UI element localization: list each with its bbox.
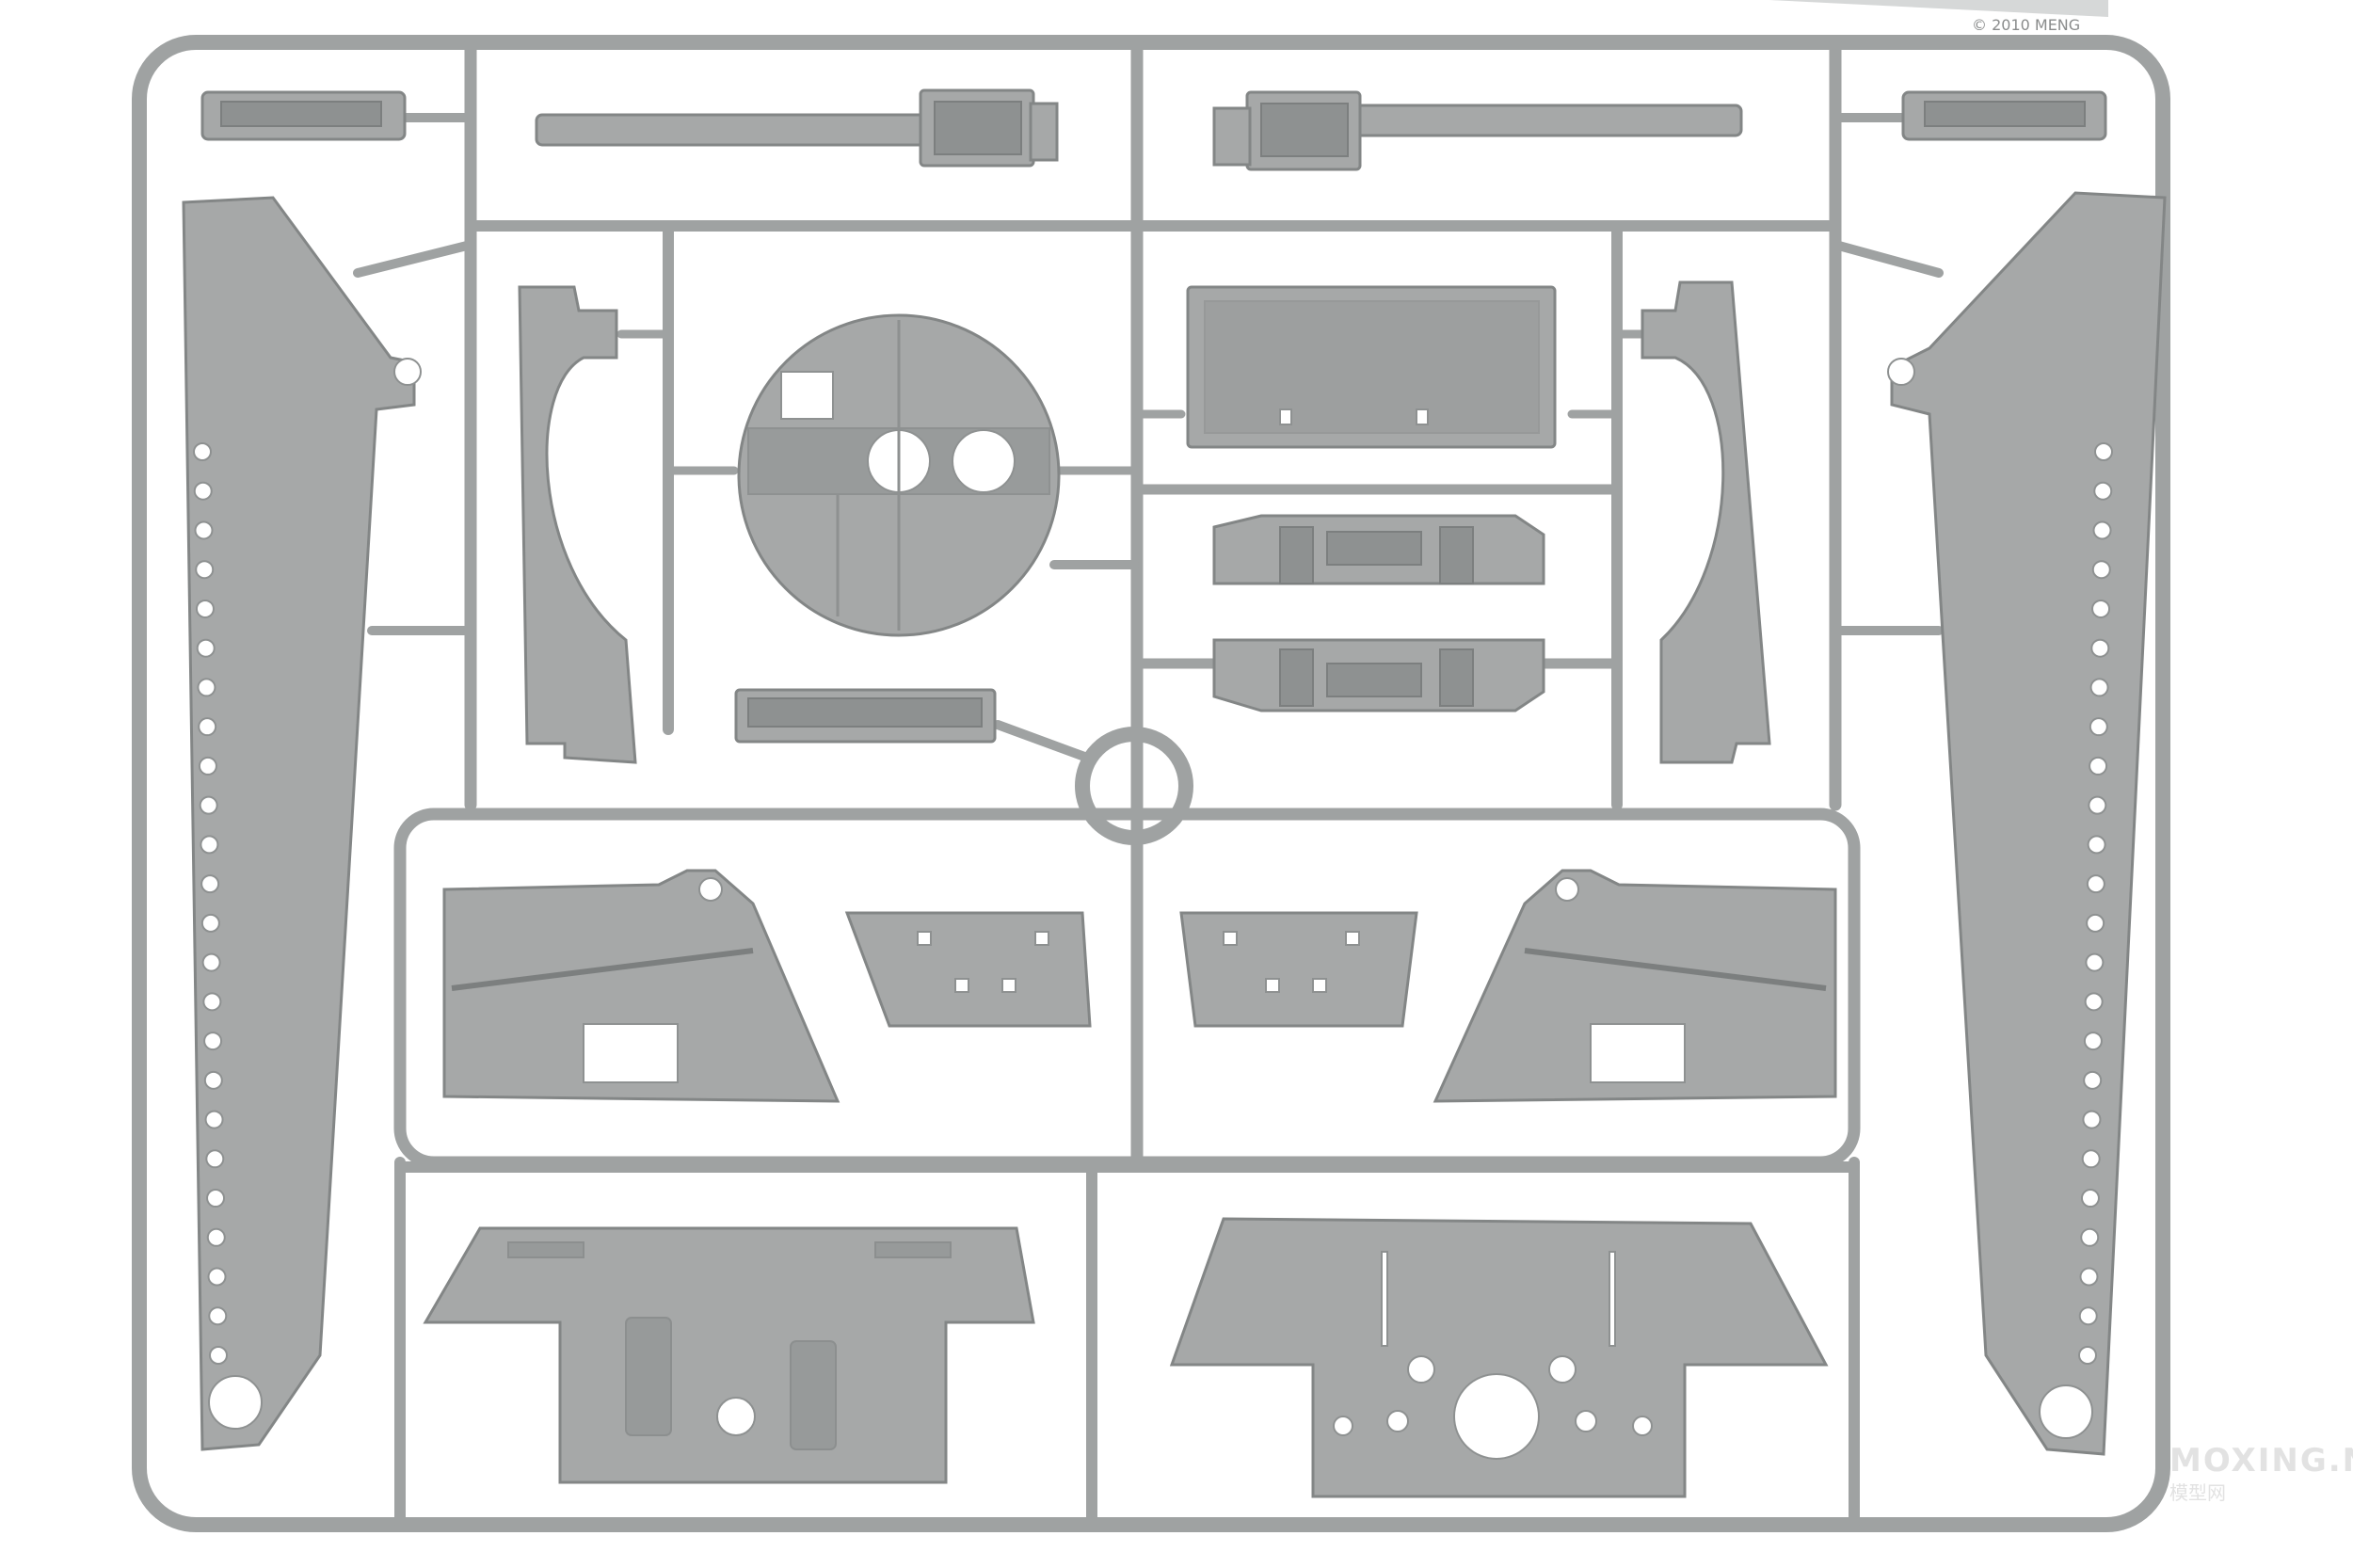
round-plate [737, 313, 1061, 637]
rail-hole [2093, 481, 2113, 501]
left-curved-fender [518, 285, 637, 764]
engraved-copyright: © 2010 MENG [1972, 16, 2080, 34]
channel-bar [734, 688, 997, 744]
rail-hole [204, 1110, 224, 1129]
rail-hole [2091, 599, 2111, 618]
rail-hole [198, 717, 217, 737]
watermark-cn: 模型网 [2169, 1481, 2226, 1504]
right-angled-plate [1433, 869, 1837, 1103]
rail-hole [196, 638, 216, 658]
rail-hole [199, 795, 218, 815]
left-side-rail [182, 196, 422, 1451]
right-side-rail [1887, 191, 2167, 1456]
rail-hole [203, 1032, 223, 1051]
rail-hole [2083, 1070, 2103, 1090]
rail-hole [200, 874, 220, 894]
rail-hole [2084, 992, 2104, 1012]
rail-hole [195, 560, 215, 580]
left-angled-plate [442, 869, 840, 1103]
rail-hole [2086, 913, 2105, 933]
right-curved-fender [1641, 280, 1771, 764]
rect-plate [1186, 285, 1557, 449]
rail-hole [195, 599, 215, 618]
rail-hole [200, 835, 219, 855]
rail-hole [209, 1346, 228, 1365]
rail-hole [201, 952, 221, 972]
rail-hole [2091, 560, 2111, 580]
bottom-right-hull-plate [1169, 1217, 1829, 1498]
rail-hole [202, 992, 222, 1012]
rail-hole [205, 1149, 225, 1169]
rail-hole [206, 1227, 226, 1247]
rail-hole [206, 1189, 226, 1208]
rail-hole [2082, 1110, 2102, 1129]
bottom-left-hull-plate [423, 1226, 1035, 1484]
rail-hole [207, 1267, 227, 1287]
rail-hole [2081, 1149, 2101, 1169]
bracket-upper [1212, 514, 1545, 585]
watermark-site: MOXING.NET [2169, 1442, 2353, 1480]
rail-hole [2089, 756, 2108, 776]
rail-hole [198, 756, 217, 776]
rail-hole [2079, 1267, 2099, 1287]
rail-hole [2085, 952, 2105, 972]
rail-hole [2080, 1189, 2100, 1208]
left-trapezoid-plate [844, 911, 1092, 1028]
rail-hole [193, 442, 212, 461]
rail-hole [2089, 717, 2108, 737]
top-left-barrel [535, 88, 1059, 168]
right-trapezoid-plate [1179, 911, 1418, 1028]
corner-shadow [1769, 0, 2108, 17]
rail-hole [2083, 1032, 2103, 1051]
rail-hole [200, 913, 220, 933]
top-right-box [1901, 90, 2107, 141]
rail-hole [2092, 520, 2112, 540]
rail-hole [2094, 442, 2113, 461]
rail-hole [2086, 874, 2105, 894]
rail-hole [2080, 1227, 2100, 1247]
rail-hole [193, 481, 213, 501]
top-left-box [200, 90, 407, 141]
top-right-barrel [1212, 90, 1743, 171]
rail-hole [2089, 678, 2109, 697]
rail-hole [2087, 835, 2106, 855]
rail-hole [194, 520, 214, 540]
rail-hole [197, 678, 216, 697]
rail-hole [2078, 1306, 2098, 1326]
rail-hole [2088, 795, 2107, 815]
rail-hole [2090, 638, 2110, 658]
rail-hole [208, 1306, 228, 1326]
bracket-lower [1212, 638, 1545, 712]
rail-hole [2078, 1346, 2097, 1365]
rail-hole [203, 1070, 223, 1090]
